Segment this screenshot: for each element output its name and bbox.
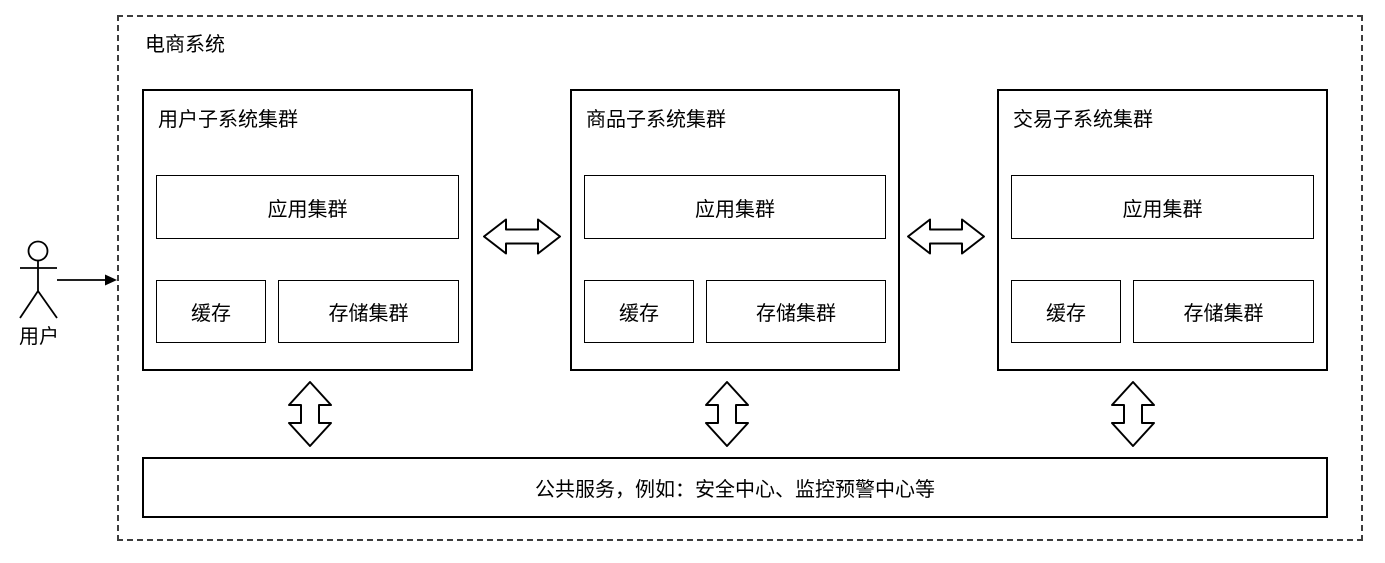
common-services-label: 公共服务，例如：安全中心、监控预警中心等: [535, 479, 935, 501]
actor-right-leg: [37, 290, 58, 319]
cluster-user-subsystem: 用户子系统集群 应用集群 缓存 存储集群: [142, 89, 473, 371]
double-arrow-vertical-icon: [288, 381, 332, 447]
app-cluster-label: 应用集群: [1122, 198, 1203, 221]
storage-cluster-box: 存储集群: [706, 280, 886, 343]
storage-cluster-box: 存储集群: [278, 280, 459, 343]
cache-box: 缓存: [1011, 280, 1121, 343]
cluster-title: 交易子系统集群: [1013, 109, 1153, 131]
double-arrow-vertical-icon: [1111, 381, 1155, 447]
cache-label: 缓存: [619, 303, 659, 325]
cache-label: 缓存: [191, 303, 231, 325]
system-title: 电商系统: [145, 34, 225, 56]
common-services-bar: 公共服务，例如：安全中心、监控预警中心等: [142, 457, 1328, 518]
storage-cluster-label: 存储集群: [756, 303, 836, 325]
storage-cluster-label: 存储集群: [328, 303, 409, 325]
cache-box: 缓存: [584, 280, 694, 343]
cluster-trade-subsystem: 交易子系统集群 应用集群 缓存 存储集群: [997, 89, 1328, 371]
actor-head: [27, 240, 49, 262]
double-arrow-horizontal-icon: [483, 218, 561, 255]
user-actor-icon: [19, 240, 117, 319]
system-boundary: [117, 15, 1363, 541]
user-request-arrow-head: [105, 274, 117, 286]
cache-label: 缓存: [1046, 303, 1086, 325]
cluster-title: 用户子系统集群: [158, 109, 298, 131]
app-cluster-label: 应用集群: [695, 198, 775, 221]
user-actor-label: 用户: [19, 326, 59, 348]
app-cluster-label: 应用集群: [267, 198, 348, 221]
double-arrow-vertical-icon: [705, 381, 749, 447]
storage-cluster-box: 存储集群: [1133, 280, 1314, 343]
cluster-product-subsystem: 商品子系统集群 应用集群 缓存 存储集群: [570, 89, 900, 371]
storage-cluster-label: 存储集群: [1183, 303, 1264, 325]
app-cluster-box: 应用集群: [584, 175, 886, 239]
double-arrow-horizontal-icon: [907, 218, 985, 255]
app-cluster-box: 应用集群: [1011, 175, 1314, 239]
cache-box: 缓存: [156, 280, 266, 343]
cluster-title: 商品子系统集群: [586, 109, 726, 131]
app-cluster-box: 应用集群: [156, 175, 459, 239]
actor-left-leg: [19, 290, 39, 319]
